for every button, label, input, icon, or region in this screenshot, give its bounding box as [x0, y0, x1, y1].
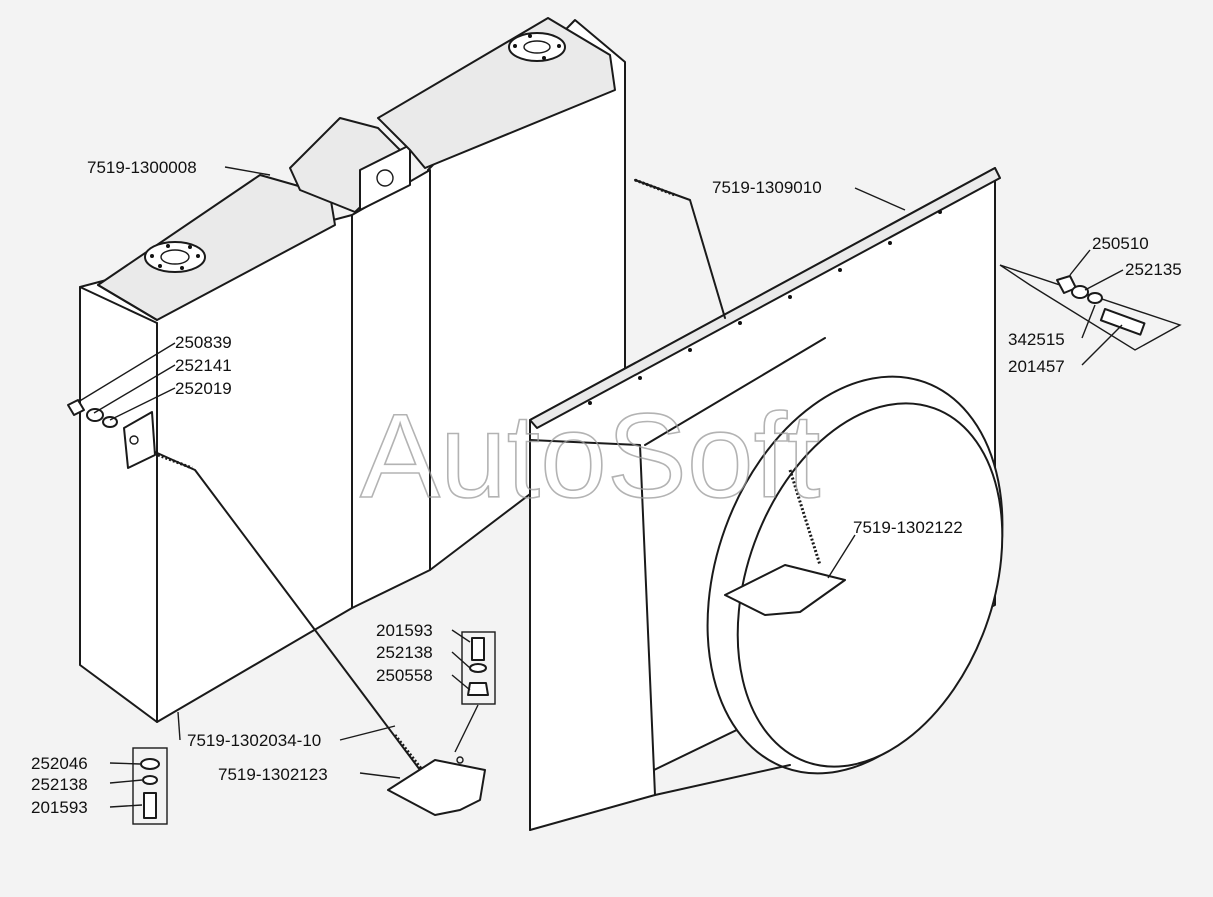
- fan-ring-inner: [736, 402, 1004, 768]
- rod-bracket: [387, 759, 486, 816]
- label-low-bolt: 201593: [31, 798, 88, 817]
- label-top-nut: 250510: [1092, 234, 1149, 253]
- label-mid-lockwasher: 252138: [376, 643, 433, 662]
- filler-cap-right: [508, 32, 566, 62]
- shroud-holes: [588, 210, 942, 405]
- shroud-top-flange: [529, 167, 1001, 429]
- label-left-washer: 252019: [175, 379, 232, 398]
- fan-shroud: [529, 167, 1004, 831]
- left-fastener-stack: [67, 399, 118, 428]
- label-mid-nut: 250558: [376, 666, 433, 685]
- label-radiator: 7519-1300008: [87, 158, 197, 177]
- watermark: AutoSoft: [360, 389, 820, 523]
- label-low-washer: 252046: [31, 754, 88, 773]
- label-shroud-bracket: 7519-1302122: [853, 518, 963, 537]
- filler-cap-left: [144, 241, 206, 273]
- label-shroud: 7519-1309010: [712, 178, 822, 197]
- leader-lines: [77, 166, 1124, 808]
- left-tank-bracket: [123, 411, 156, 469]
- label-low-lockwasher: 252138: [31, 775, 88, 794]
- label-left-lockwasher: 252141: [175, 356, 232, 375]
- top-right-fastener-stack: [999, 264, 1182, 351]
- label-left-nut: 250839: [175, 333, 232, 352]
- label-top-lockwasher: 342515: [1008, 330, 1065, 349]
- low-fastener-stack: [132, 747, 168, 825]
- shroud-bracket: [724, 564, 846, 616]
- junction-flange: [359, 144, 411, 211]
- label-rod-bracket: 7519-1302123: [218, 765, 328, 784]
- label-rod: 7519-1302034-10: [187, 731, 321, 750]
- mid-fastener-stack: [461, 631, 496, 705]
- label-top-bolt: 201457: [1008, 357, 1065, 376]
- radiator-assembly: [79, 17, 626, 723]
- lower-tie-rod: [154, 451, 421, 771]
- label-mid-bolt: 201593: [376, 621, 433, 640]
- top-tie-rod: [634, 179, 726, 319]
- label-top-washer: 252135: [1125, 260, 1182, 279]
